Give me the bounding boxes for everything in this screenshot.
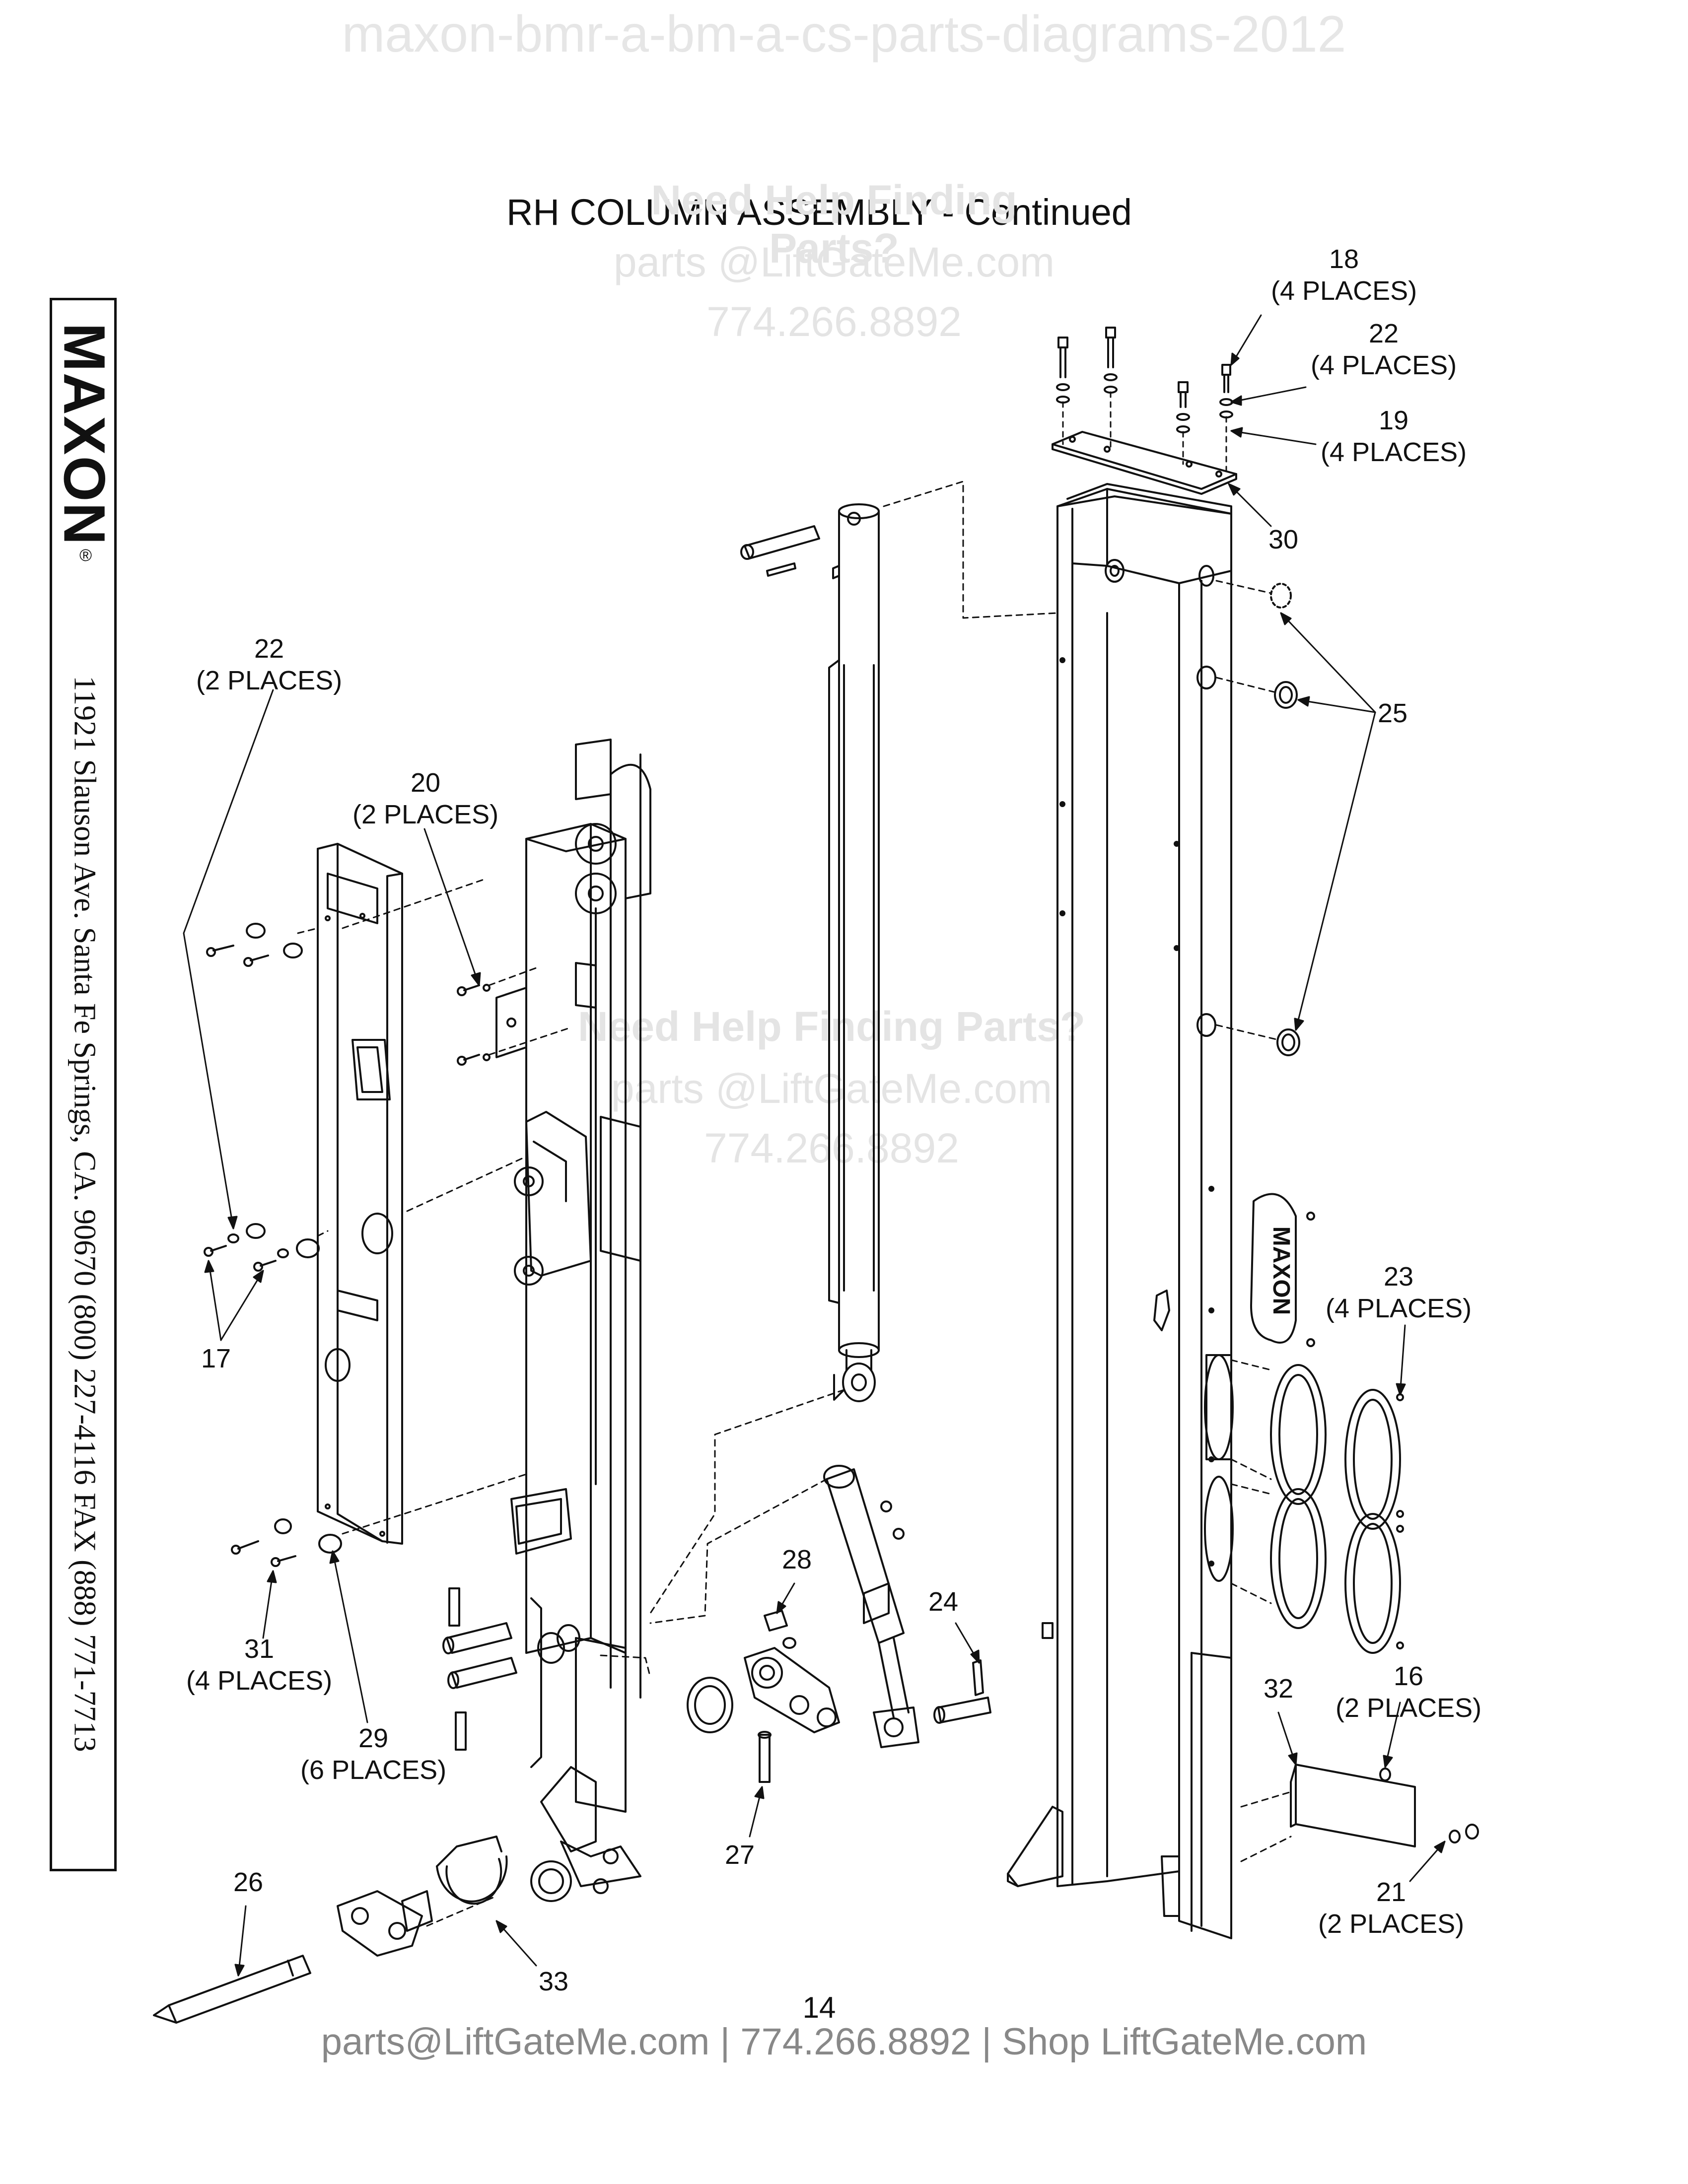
callout-17: 17 (201, 1344, 231, 1373)
callout-25: 25 (1378, 698, 1408, 728)
watermark-help-top: Need Help Finding Parts? (651, 177, 1017, 272)
callout-22-top: 22(4 PLACES) (1311, 319, 1457, 380)
leader-lines (183, 314, 1446, 1977)
maxon-decal: MAXON (1250, 1193, 1315, 1347)
callout-33: 33 (539, 1967, 569, 1996)
watermark-email-mid: parts @LiftGateMe.com (611, 1065, 1053, 1112)
callout-31: 31(4 PLACES) (186, 1634, 333, 1696)
pin-24 (933, 1659, 991, 1724)
watermark-phone-mid: 774.266.8892 (704, 1125, 959, 1171)
pins-spacers (442, 1587, 517, 1751)
callout-20: 20(2 PLACES) (352, 768, 499, 829)
registered-mark: ® (79, 546, 92, 565)
footer-contact: parts@LiftGateMe.com | 774.266.8892 | Sh… (321, 2021, 1367, 2063)
callout-21: 21(2 PLACES) (1318, 1877, 1465, 1939)
sidebar-frame (50, 298, 117, 1871)
callout-19: 19(4 PLACES) (1321, 406, 1467, 467)
nut-28 (764, 1610, 788, 1632)
cam-link (687, 1637, 840, 1783)
torsion-spring (426, 1836, 508, 1927)
page-number: 14 (802, 1991, 836, 2024)
callout-27: 27 (725, 1840, 755, 1870)
callout-23: 23(4 PLACES) (1326, 1262, 1472, 1323)
top-bolts (1056, 327, 1233, 475)
callout-16: 16(2 PLACES) (1336, 1661, 1482, 1723)
watermark-phone-top: 774.266.8892 (706, 298, 962, 345)
cover-plate (317, 843, 403, 1545)
watermark-top: maxon-bmr-a-bm-a-cs-parts-diagrams-2012 (342, 5, 1346, 63)
callout-26: 26 (233, 1867, 264, 1897)
cover-fasteners (204, 878, 527, 1567)
rh-column (1007, 483, 1234, 1939)
bracket (1240, 1764, 1479, 1862)
callout-22-left: 22(2 PLACES) (196, 634, 343, 695)
bushings (1215, 580, 1300, 1056)
carriage (495, 739, 651, 1902)
cap-plate (1052, 431, 1237, 495)
callout-32: 32 (1264, 1674, 1294, 1704)
pivot-bracket (337, 1890, 433, 1957)
svg-text:MAXON: MAXON (1268, 1227, 1294, 1315)
lower-cylinder (649, 1465, 919, 1748)
callout-28: 28 (782, 1545, 812, 1574)
watermark-help-mid: Need Help Finding Parts? (577, 1003, 1086, 1050)
page-title: RH COLUMN ASSEMBLY - Continued (506, 192, 1132, 233)
hydraulic-cylinder (649, 480, 1058, 1614)
callout-29: 29(6 PLACES) (300, 1723, 447, 1785)
callout-30: 30 (1268, 525, 1299, 554)
callout-18: 18(4 PLACES) (1271, 244, 1417, 306)
light-assemblies (1230, 1359, 1404, 1654)
callout-24: 24 (928, 1587, 959, 1617)
bracket-bolts (457, 967, 572, 1066)
watermark-email-top: parts @LiftGateMe.com (613, 239, 1055, 285)
long-pin (153, 1955, 311, 2024)
